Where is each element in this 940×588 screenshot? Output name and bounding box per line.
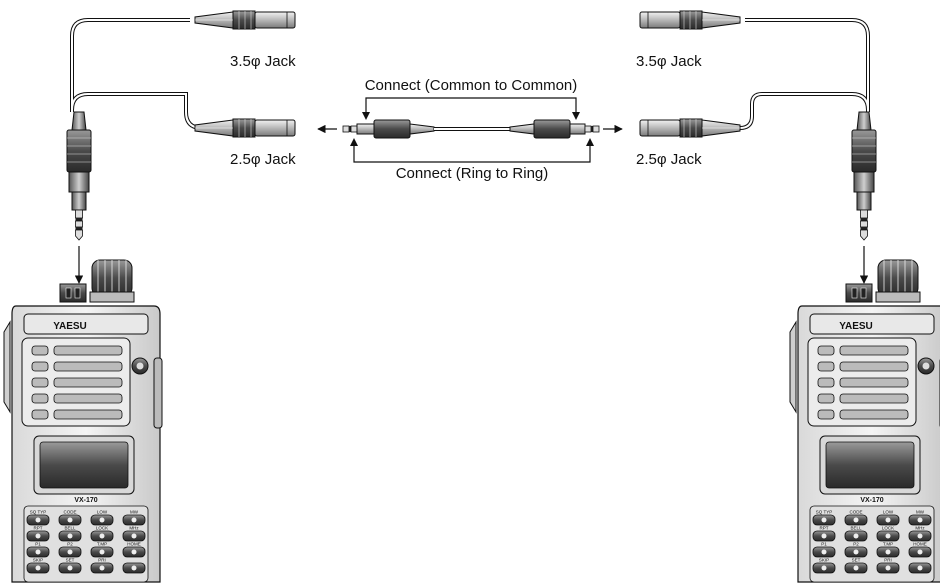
left-radio-model: VX-170 bbox=[74, 497, 97, 504]
keypad-key-label: MHz bbox=[915, 526, 925, 531]
keypad-key-icon bbox=[908, 530, 932, 542]
keypad-key-icon bbox=[844, 546, 868, 558]
keypad-key-icon bbox=[908, 514, 932, 526]
keypad-key-icon bbox=[812, 562, 836, 574]
left-2.5mm-jack-icon bbox=[194, 118, 296, 138]
keypad-key-label: MW bbox=[916, 510, 925, 515]
keypad-key-label: SKIP bbox=[33, 558, 43, 563]
ring-to-ring-label: Connect (Ring to Ring) bbox=[396, 165, 549, 182]
keypad-key-label: PRI bbox=[884, 558, 892, 563]
keypad-key-label: SKIP bbox=[819, 558, 829, 563]
keypad-key-icon bbox=[122, 546, 146, 558]
keypad-key-icon bbox=[26, 514, 50, 526]
keypad-key-icon bbox=[26, 562, 50, 574]
keypad-key-label: MW bbox=[130, 510, 139, 515]
keypad-key-icon bbox=[26, 530, 50, 542]
keypad-key-icon bbox=[876, 514, 900, 526]
keypad-key-label: SQ TYP bbox=[816, 510, 832, 515]
keypad-key-icon bbox=[844, 562, 868, 574]
keypad-key-icon bbox=[122, 530, 146, 542]
right-2.5mm-jack-label: 2.5φ Jack bbox=[636, 151, 702, 168]
right-radio-model: VX-170 bbox=[860, 497, 883, 504]
keypad-key-label: MHz bbox=[129, 526, 139, 531]
keypad-key-label: P2 bbox=[67, 542, 73, 547]
keypad-key-icon bbox=[876, 530, 900, 542]
left-3.5mm-jack-label: 3.5φ Jack bbox=[230, 53, 296, 70]
left-2.5mm-jack-label: 2.5φ Jack bbox=[230, 151, 296, 168]
keypad-key-icon bbox=[90, 562, 114, 574]
keypad-key-label: HOME bbox=[127, 542, 141, 547]
keypad-key-label: T.MP bbox=[97, 542, 107, 547]
keypad-key-icon bbox=[122, 514, 146, 526]
left-3.5mm-jack-icon bbox=[194, 10, 296, 30]
left-radio-brand: YAESU bbox=[53, 321, 87, 332]
common-bracket bbox=[365, 97, 577, 118]
keypad-key-icon bbox=[26, 546, 50, 558]
right-clone-cable bbox=[639, 10, 877, 284]
keypad-key-icon bbox=[58, 530, 82, 542]
keypad-key-label: LOW bbox=[97, 510, 108, 515]
keypad-key-label: T.MP bbox=[883, 542, 893, 547]
keypad-key-label: SQ TYP bbox=[30, 510, 46, 515]
keypad-key-icon bbox=[844, 514, 868, 526]
right-2.5mm-jack-icon bbox=[639, 118, 741, 138]
keypad-key-label: P1 bbox=[35, 542, 41, 547]
right-radio-plug-icon bbox=[851, 111, 877, 241]
keypad-key-label: BELL bbox=[64, 526, 76, 531]
keypad-key-label: CODE bbox=[849, 510, 862, 515]
center-right-plug-icon bbox=[509, 119, 600, 139]
keypad-key-icon bbox=[90, 530, 114, 542]
right-3.5mm-jack-icon bbox=[639, 10, 741, 30]
center-cable bbox=[317, 97, 623, 163]
keypad-key-label: CODE bbox=[63, 510, 76, 515]
keypad-key-label: PRI bbox=[98, 558, 106, 563]
keypad-key-label: HOME bbox=[913, 542, 927, 547]
center-left-plug-icon bbox=[342, 119, 435, 139]
keypad-key-icon bbox=[908, 562, 932, 574]
keypad-key-label: RPT bbox=[820, 526, 829, 531]
keypad-key-icon bbox=[812, 530, 836, 542]
keypad-key-icon bbox=[122, 562, 146, 574]
keypad-key-icon bbox=[58, 514, 82, 526]
keypad-key-icon bbox=[876, 562, 900, 574]
keypad-key-label: BELL bbox=[850, 526, 862, 531]
keypad-key-label: P1 bbox=[821, 542, 827, 547]
keypad-key-icon bbox=[90, 546, 114, 558]
right-3.5mm-jack-label: 3.5φ Jack bbox=[636, 53, 702, 70]
left-clone-cable bbox=[66, 10, 296, 284]
keypad-key-icon bbox=[812, 514, 836, 526]
keypad-key-label: LOW bbox=[883, 510, 894, 515]
keypad-key-icon bbox=[812, 546, 836, 558]
keypad-key-icon bbox=[58, 562, 82, 574]
keypad-key-icon bbox=[844, 530, 868, 542]
common-to-common-label: Connect (Common to Common) bbox=[365, 77, 578, 94]
keypad-key-icon bbox=[58, 546, 82, 558]
ring-bracket bbox=[353, 140, 591, 163]
keypad-key-label: LOCK bbox=[882, 526, 894, 531]
left-radio-plug-icon bbox=[66, 111, 92, 241]
keypad-key-icon bbox=[90, 514, 114, 526]
right-radio-brand: YAESU bbox=[839, 321, 873, 332]
keypad-key-icon bbox=[908, 546, 932, 558]
right-radio-icon: YAESU VX-170 SQ TYP CODE LOW MW RPT BELL LOCK M… bbox=[789, 259, 940, 583]
keypad-key-label: P2 bbox=[853, 542, 859, 547]
keypad-key-icon bbox=[876, 546, 900, 558]
keypad-key-label: RPT bbox=[34, 526, 43, 531]
keypad-key-label: SET bbox=[66, 558, 75, 563]
keypad-key-label: SET bbox=[852, 558, 861, 563]
left-radio-icon: YAESU VX-170 SQ TYP CODE LOW MW RPT BELL LOCK M… bbox=[3, 259, 163, 583]
keypad-key-label: LOCK bbox=[96, 526, 108, 531]
